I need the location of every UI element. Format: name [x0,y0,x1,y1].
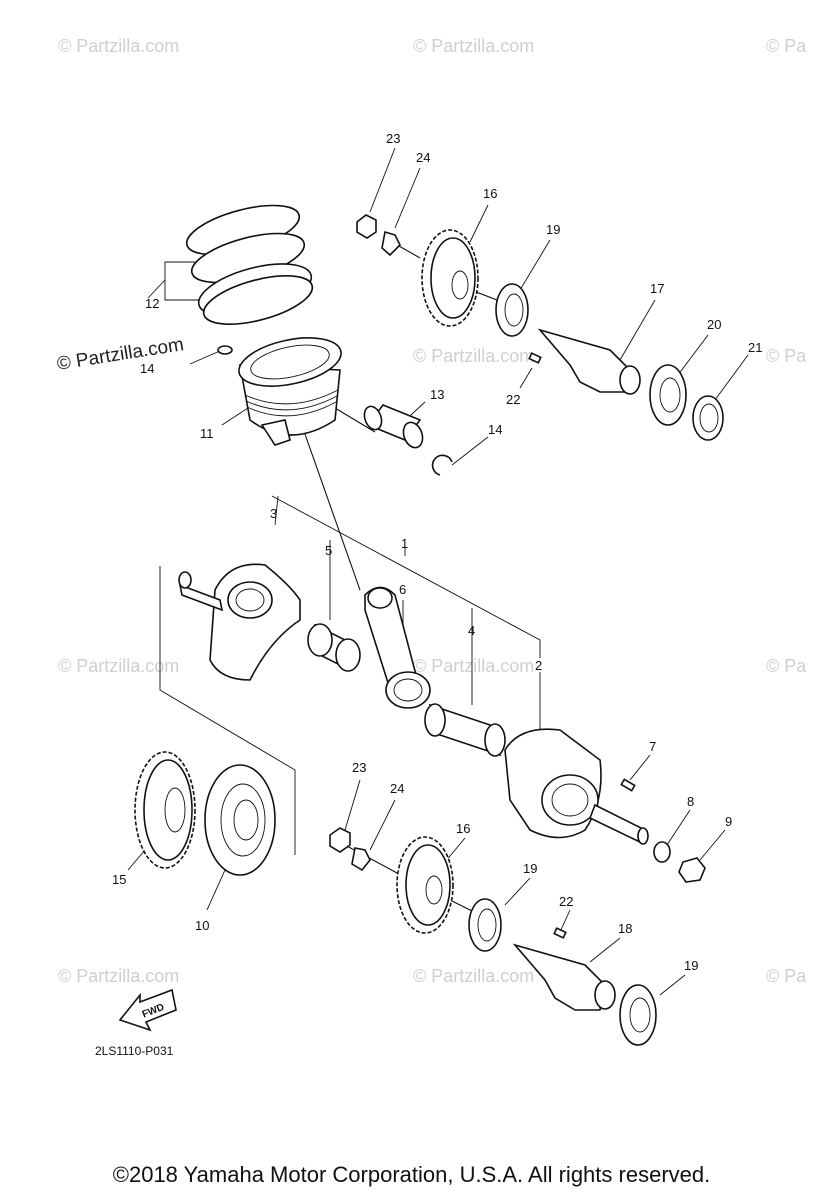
clip [431,454,453,476]
crank-pin [424,703,506,757]
crank-web-right [504,728,649,845]
callout-18: 18 [618,921,632,936]
callout-14: 14 [488,422,502,437]
watermarks: © Partzilla.com © Partzilla.com © Pa © P… [55,36,807,986]
callout-4: 4 [468,623,475,638]
callout-6: 6 [399,582,406,597]
watermark-partial: © Pa [766,346,807,366]
callout-19: 19 [523,861,537,876]
callout-9: 9 [725,814,732,829]
callout-7: 7 [649,739,656,754]
watermark-partial: © Pa [766,36,807,56]
callout-3: 3 [270,506,277,521]
watermark: © Partzilla.com [58,656,179,676]
fwd-arrow: FWD [118,988,177,1032]
callout-21: 21 [748,340,762,355]
balancer-lower [329,827,657,1046]
callout-2: 2 [535,658,542,673]
callout-8: 8 [687,794,694,809]
piston-pin [363,404,424,449]
callout-22: 22 [559,894,573,909]
woodruff-key [620,778,636,792]
callout-16: 16 [483,186,497,201]
callout-19: 19 [546,222,560,237]
watermark: © Partzilla.com [413,346,534,366]
crank-web-left [178,563,301,681]
callout-1: 1 [401,536,408,551]
watermark-dark: © Partzilla.com [55,334,185,375]
callout-22: 22 [506,392,520,407]
callout-23: 23 [352,760,366,775]
callout-13: 13 [430,387,444,402]
watermark: © Partzilla.com [58,36,179,56]
callout-24: 24 [390,781,404,796]
callout-17: 17 [650,281,664,296]
diagram-code: 2LS1110-P031 [95,1044,174,1058]
callout-14: 14 [140,361,154,376]
balancer-upper [356,214,724,441]
callout-12: 12 [145,296,159,311]
callout-20: 20 [707,317,721,332]
callout-16: 16 [456,821,470,836]
piston-rings [185,204,314,325]
nut [678,857,706,883]
washer [653,841,671,863]
callout-labels: 1 2 3 4 5 6 7 8 9 10 11 12 13 14 14 15 1… [112,131,762,973]
watermark: © Partzilla.com [413,966,534,986]
watermark-partial: © Pa [766,966,807,986]
watermark: © Partzilla.com [58,966,179,986]
bearing-lower-left [204,764,276,876]
connecting-rod [364,586,431,709]
callout-15: 15 [112,872,126,887]
watermark-partial: © Pa [766,656,807,676]
callout-5: 5 [325,543,332,558]
copyright-notice: ©2018 Yamaha Motor Corporation, U.S.A. A… [112,1162,711,1187]
gear-lower-left [134,751,196,869]
callout-10: 10 [195,918,209,933]
callout-23: 23 [386,131,400,146]
callout-24: 24 [416,150,430,165]
watermark: © Partzilla.com [413,36,534,56]
needle-bearing [307,623,361,672]
piston [217,337,342,446]
watermark: © Partzilla.com [413,656,534,676]
callout-19: 19 [684,958,698,973]
callout-11: 11 [200,426,214,441]
